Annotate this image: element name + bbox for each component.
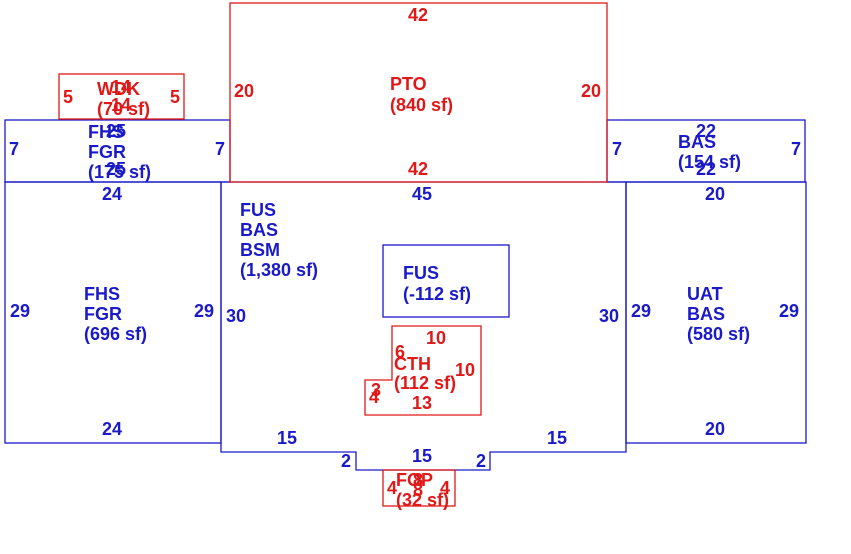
main-dim-step-right: 2 (476, 451, 486, 471)
cth-dim-right: 10 (455, 360, 475, 380)
pto-dim-top: 42 (408, 5, 428, 25)
uat-bas-label-1: UAT (687, 284, 723, 304)
pto-area (229, 2, 608, 183)
fop-area-label: (32 sf) (396, 490, 449, 510)
bas-top-label: BAS (678, 132, 716, 152)
cth-dim-notch-top: 3 (371, 380, 381, 400)
pto-label: PTO (390, 74, 427, 94)
pto-dim-bottom: 42 (408, 159, 428, 179)
pto-dim-right: 20 (581, 81, 601, 101)
cth-dim-bottom: 13 (412, 393, 432, 413)
bas-top-dim-bottom: 22 (696, 159, 716, 179)
fop-label: FOP (396, 470, 433, 490)
fop-dim-right: 4 (440, 478, 450, 498)
wdk-dim-bottom: 14 (111, 95, 131, 115)
main-dim-bottom-left: 15 (277, 428, 297, 448)
fhs-fgr-top-label-2: FGR (88, 142, 126, 162)
fhs-fgr-label-2: FGR (84, 304, 122, 324)
fhs-fgr-dim-right: 29 (194, 301, 214, 321)
fop-area (382, 469, 456, 507)
fop-dim-bottom: 8 (413, 480, 423, 500)
wdk-dim-right: 5 (170, 87, 180, 107)
fhs-fgr-top-dim-bottom: 25 (106, 159, 126, 179)
bas-top-dim-right: 7 (791, 139, 801, 159)
main-dim-right: 30 (599, 306, 619, 326)
main-label-2: BAS (240, 220, 278, 240)
cth-dim-top: 10 (426, 328, 446, 348)
cth-dim-notch-left: 4 (369, 387, 379, 407)
main-label-3: BSM (240, 240, 280, 260)
main-dim-left: 30 (226, 306, 246, 326)
fhs-fgr-dim-bottom: 24 (102, 419, 122, 439)
pto-area-label: (840 sf) (390, 95, 453, 115)
wdk-dim-top: 14 (111, 77, 131, 97)
fhs-fgr-dim-left: 29 (10, 301, 30, 321)
fhs-fgr-top-dim-right: 7 (215, 139, 225, 159)
main-dim-bottom-right: 15 (547, 428, 567, 448)
wdk-label: WDK (97, 79, 140, 99)
main-dim-step-left: 2 (341, 451, 351, 471)
fhs-fgr-dim-top: 24 (102, 184, 122, 204)
cth-area-label: (112 sf) (394, 373, 456, 393)
fus-inner-label: FUS (403, 263, 439, 283)
wdk-dim-left: 5 (63, 87, 73, 107)
main-label-1: FUS (240, 200, 276, 220)
uat-bas-dim-right: 29 (779, 301, 799, 321)
uat-bas-dim-left: 29 (631, 301, 651, 321)
fhs-fgr-top-label-1: FHS (88, 122, 124, 142)
fhs-fgr-label-1: FHS (84, 284, 120, 304)
main-dim-bottom-mid: 15 (412, 446, 432, 466)
uat-bas-area-label: (580 sf) (687, 324, 750, 344)
cth-label: CTH (394, 354, 431, 374)
bas-top-area-label: (154 sf) (678, 152, 741, 172)
fus-inner-area (382, 244, 510, 318)
fhs-fgr-top-dim-left: 7 (9, 139, 19, 159)
cth-area (364, 325, 482, 416)
main-area-label: (1,380 sf) (240, 260, 318, 280)
bas-top-dim-left: 7 (612, 139, 622, 159)
fop-dim-top: 8 (413, 470, 423, 490)
fop-dim-left: 4 (387, 478, 397, 498)
fhs-fgr-top-dim-top: 25 (106, 121, 126, 141)
uat-bas-dim-top: 20 (705, 184, 725, 204)
uat-bas-area (625, 181, 807, 444)
pto-dim-left: 20 (234, 81, 254, 101)
fhs-fgr-top-area-label: (175 sf) (88, 162, 151, 182)
uat-bas-dim-bottom: 20 (705, 419, 725, 439)
bas-top-dim-top: 22 (696, 121, 716, 141)
main-dim-top: 45 (412, 184, 432, 204)
wdk-area-label: (70 sf) (97, 99, 150, 119)
uat-bas-label-2: BAS (687, 304, 725, 324)
wdk-area (58, 73, 185, 120)
fus-inner-area-label: (-112 sf) (403, 284, 471, 304)
cth-dim-step: 6 (395, 342, 405, 362)
fhs-fgr-area-label: (696 sf) (84, 324, 147, 344)
